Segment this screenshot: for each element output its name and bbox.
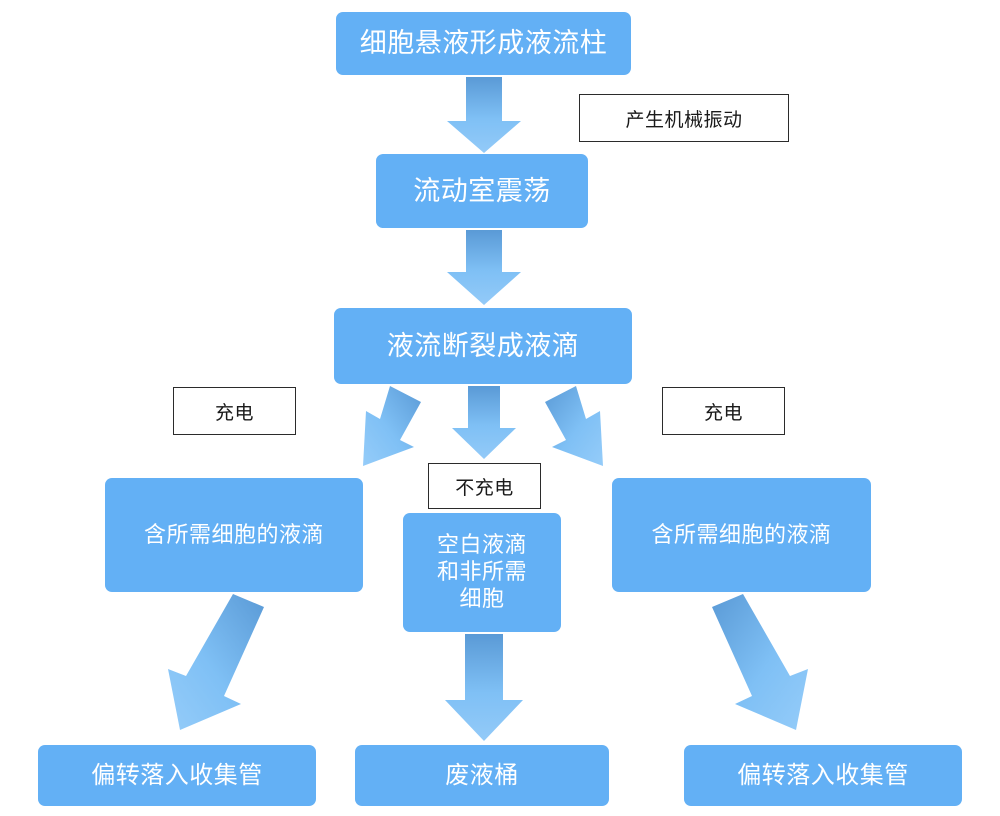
connector-arrow-diagonal-right-1	[545, 386, 603, 466]
connector-arrow-diagonal-left-1	[363, 386, 421, 466]
connector-arrow-diagonal-left-2	[168, 594, 264, 730]
connector-arrow-down-2	[447, 230, 521, 305]
node-droplet-with-target-cells-left[interactable]: 含所需细胞的液滴	[105, 478, 363, 592]
annotation-mechanical-vibration[interactable]: 产生机械振动	[579, 94, 789, 142]
annotation-no-charge[interactable]: 不充电	[428, 463, 541, 509]
node-waste-container[interactable]: 废液桶	[355, 745, 609, 806]
node-blank-and-unwanted-cells[interactable]: 空白液滴 和非所需 细胞	[403, 513, 561, 632]
connector-arrow-down-3	[452, 386, 516, 459]
node-deflect-into-collection-tube-right[interactable]: 偏转落入收集管	[684, 745, 962, 806]
node-droplet-with-target-cells-right[interactable]: 含所需细胞的液滴	[612, 478, 871, 592]
node-flow-cell-vibration[interactable]: 流动室震荡	[376, 154, 588, 228]
connector-arrow-diagonal-right-2	[712, 594, 808, 730]
node-cell-suspension-stream[interactable]: 细胞悬液形成液流柱	[336, 12, 631, 75]
node-deflect-into-collection-tube-left[interactable]: 偏转落入收集管	[38, 745, 316, 806]
node-stream-breaks-into-droplets[interactable]: 液流断裂成液滴	[334, 308, 632, 384]
annotation-charge-right[interactable]: 充电	[662, 387, 785, 435]
connector-arrow-down-4	[445, 634, 523, 741]
connector-arrow-down-1	[447, 77, 521, 153]
annotation-charge-left[interactable]: 充电	[173, 387, 296, 435]
